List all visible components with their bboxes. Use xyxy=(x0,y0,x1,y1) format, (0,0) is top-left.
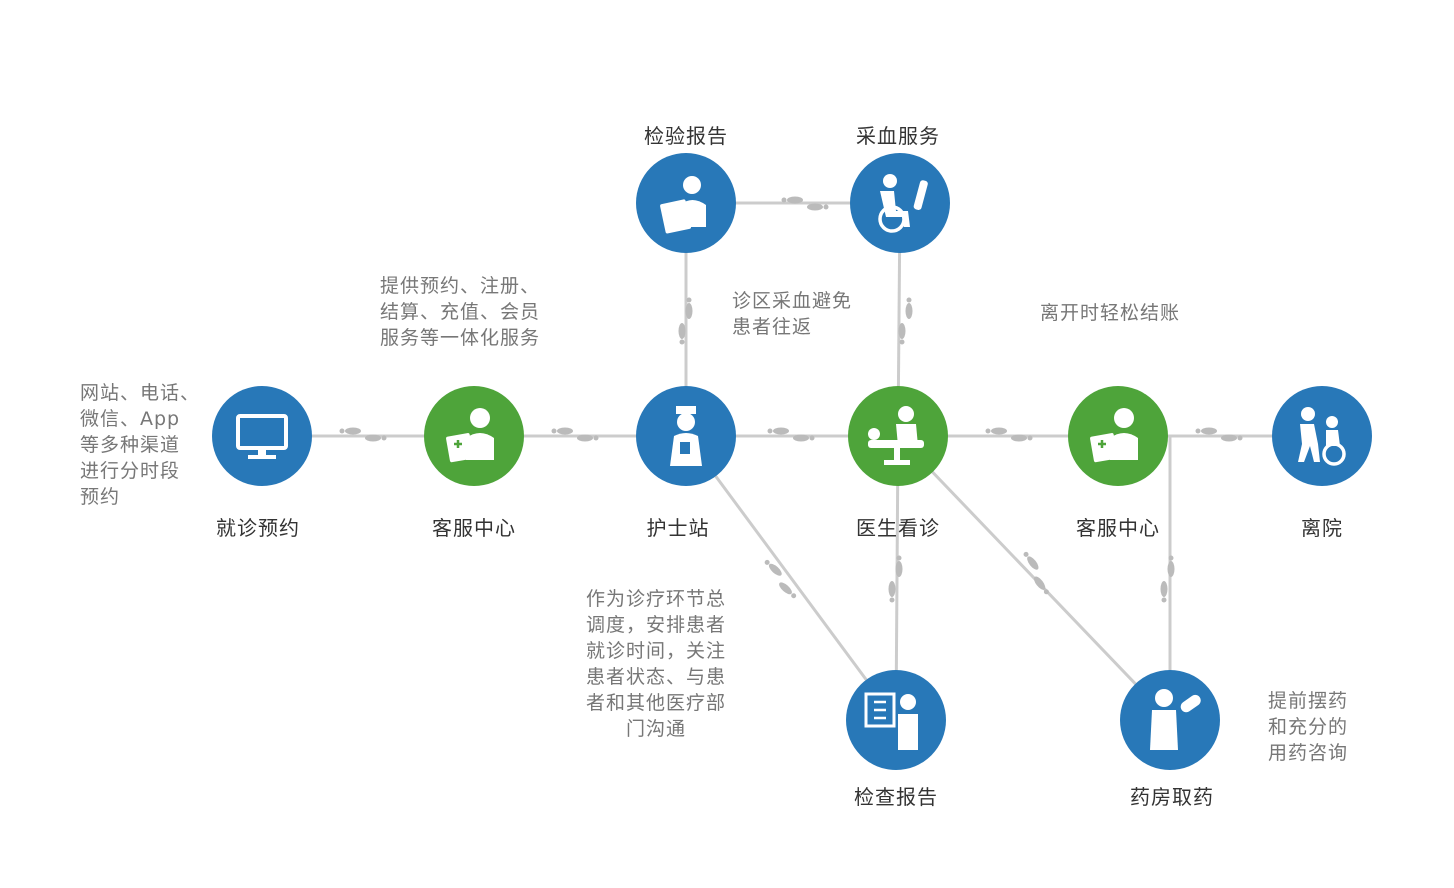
node-booking xyxy=(212,386,312,486)
node-label-exam-report: 检查报告 xyxy=(854,785,938,809)
node-pharmacy xyxy=(1120,670,1220,770)
footprint-icon xyxy=(339,427,387,442)
node-label-booking: 就诊预约 xyxy=(216,516,300,540)
footprint-icon xyxy=(781,196,829,211)
connector-nurse-exam xyxy=(684,435,898,721)
node-label-service-center-1: 客服中心 xyxy=(432,516,516,540)
node-doctor xyxy=(848,386,948,486)
wheelchair-helper-icon xyxy=(1298,407,1346,466)
node-circle xyxy=(1272,386,1372,486)
blood-draw-icon xyxy=(878,174,928,233)
note-checkout: 离开时轻松结账 xyxy=(1040,302,1181,324)
footprint-icon xyxy=(678,297,693,345)
footprint-icon xyxy=(1023,551,1049,595)
lab-report-icon xyxy=(660,176,706,234)
node-label-blood-service: 采血服务 xyxy=(856,124,940,148)
node-label-service-center-2: 客服中心 xyxy=(1076,516,1160,540)
node-service1 xyxy=(424,386,524,486)
note-pharmacy: 提前摆药 和充分的 用药咨询 xyxy=(1268,690,1349,764)
node-leave xyxy=(1272,386,1372,486)
footprint-icon xyxy=(888,555,903,603)
node-nurse xyxy=(636,386,736,486)
node-blood xyxy=(850,153,950,253)
node-label-lab-report: 检验报告 xyxy=(644,124,728,148)
billing-service-icon xyxy=(1090,408,1138,463)
node-service2 xyxy=(1068,386,1168,486)
node-label-doctor: 医生看诊 xyxy=(856,516,940,540)
node-circle xyxy=(212,386,312,486)
note-service-center: 提供预约、注册、 结算、充值、会员 服务等一体化服务 xyxy=(380,275,541,349)
node-lab xyxy=(636,153,736,253)
nurse-icon xyxy=(670,406,702,466)
node-circle xyxy=(846,670,946,770)
footprint-icon xyxy=(1195,427,1243,442)
footprint-icon xyxy=(1160,555,1175,603)
footprint-icon xyxy=(898,297,913,345)
xray-report-icon xyxy=(864,692,918,750)
pharmacist-icon xyxy=(1150,689,1201,750)
footprint-icon xyxy=(764,559,797,599)
footprint-icon xyxy=(985,427,1033,442)
node-label-nurse-station: 护士站 xyxy=(646,516,710,540)
monitor-icon xyxy=(236,414,288,459)
footprint-icon xyxy=(767,427,815,442)
doctor-exam-icon xyxy=(868,406,924,465)
note-booking: 网站、电话、 微信、App 等多种渠道 进行分时段 预约 xyxy=(80,382,201,508)
node-exam xyxy=(846,670,946,770)
connector-doctor-pharmacy xyxy=(896,434,1172,722)
node-label-pharmacy: 药房取药 xyxy=(1130,785,1214,809)
customer-service-icon xyxy=(446,408,494,463)
note-blood-service: 诊区采血避免 患者往返 xyxy=(732,290,853,338)
note-nurse-station: 作为诊疗环节总 调度，安排患者 就诊时间，关注 患者状态、与患 者和其他医疗部 … xyxy=(585,588,726,740)
footprint-icon xyxy=(551,427,599,442)
node-circle xyxy=(850,153,950,253)
node-label-leave: 离院 xyxy=(1301,516,1343,540)
